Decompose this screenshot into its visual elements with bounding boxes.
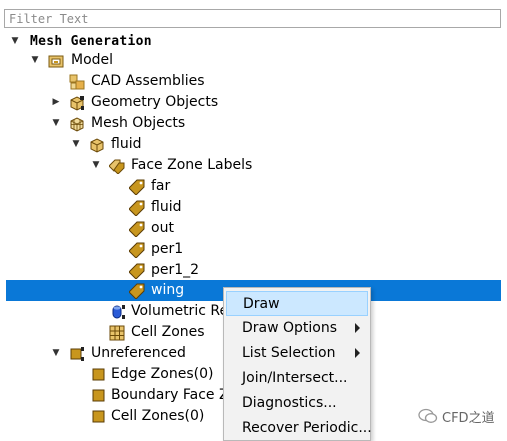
tree-node-label: fluid — [151, 199, 182, 215]
menu-item-list-selection[interactable]: List Selection — [224, 341, 370, 366]
tag-icon — [128, 221, 145, 238]
tree-node-label: out — [151, 220, 174, 236]
collapse-arrow-icon[interactable]: ▶ — [52, 97, 60, 107]
tree-node-label-out[interactable]: out — [0, 218, 507, 239]
cube-icon — [89, 137, 105, 153]
tree-node-label: fluid — [111, 136, 142, 152]
tree-node-label: CAD Assemblies — [91, 73, 205, 89]
cad-assemblies-icon — [69, 74, 85, 90]
tree-node-face-zone-labels[interactable]: ▼ Face Zone Labels — [0, 155, 507, 176]
tree-node-label: per1_2 — [151, 262, 200, 278]
tags-icon — [108, 158, 125, 175]
tree-node-label: Geometry Objects — [91, 94, 219, 110]
tree-node-cell-zones-unref[interactable]: Cell Zones(0) — [0, 406, 507, 427]
menu-item-label: Diagnostics... — [242, 395, 337, 411]
zone-square-icon — [91, 409, 107, 425]
tag-icon — [128, 283, 145, 300]
context-menu: Draw Draw Options List Selection Join/In… — [223, 287, 372, 441]
tag-icon — [128, 263, 145, 280]
tree-node-label: Cell Zones(0) — [111, 408, 205, 424]
menu-item-label: Join/Intersect... — [242, 370, 348, 386]
tree-node-label-fluid[interactable]: fluid — [0, 197, 507, 218]
submenu-arrow-icon — [355, 323, 360, 333]
menu-item-join-intersect[interactable]: Join/Intersect... — [224, 366, 370, 391]
tree-node-label: Model — [71, 52, 114, 68]
cylinder-icon — [109, 304, 125, 320]
expand-arrow-icon[interactable]: ▼ — [31, 55, 39, 65]
menu-item-draw[interactable]: Draw — [226, 291, 368, 316]
wechat-logo-icon — [418, 408, 438, 424]
tree-node-label-far[interactable]: far — [0, 176, 507, 197]
tag-icon — [128, 179, 145, 196]
expand-arrow-icon[interactable]: ▼ — [92, 160, 100, 170]
expand-arrow-icon[interactable]: ▼ — [11, 36, 19, 46]
tree-node-label-per1-2[interactable]: per1_2 — [0, 260, 507, 281]
geometry-objects-icon — [69, 95, 85, 111]
tree-node-label: Edge Zones(0) — [111, 366, 214, 382]
menu-item-draw-options[interactable]: Draw Options — [224, 316, 370, 341]
menu-item-label: List Selection — [242, 345, 336, 361]
tree-node-label: Mesh Generation — [30, 34, 152, 49]
tag-icon — [128, 242, 145, 259]
tree-node-label: Mesh Objects — [91, 115, 186, 131]
unreferenced-icon — [69, 346, 85, 362]
menu-item-label: Recover Periodic... — [242, 420, 372, 436]
tree-node-label: Face Zone Labels — [131, 157, 253, 173]
mesh-objects-icon — [69, 116, 85, 132]
cell-zones-icon — [109, 325, 125, 341]
tree-node-cell-zones[interactable]: Cell Zones — [0, 322, 507, 343]
menu-item-label: Draw — [243, 296, 280, 312]
expand-arrow-icon[interactable]: ▼ — [52, 118, 60, 128]
tree-node-model[interactable]: ▼ Model — [0, 50, 507, 71]
tree-node-label: Unreferenced — [91, 345, 186, 361]
tree-node-label: per1 — [151, 241, 184, 257]
tree-node-fluid[interactable]: ▼ fluid — [0, 134, 507, 155]
watermark-text: CFD之道 — [442, 411, 495, 426]
tree-node-edge-zones[interactable]: Edge Zones(0) — [0, 364, 507, 385]
menu-item-recover-periodic[interactable]: Recover Periodic... — [224, 416, 372, 441]
model-box-icon — [48, 53, 64, 69]
expand-arrow-icon[interactable]: ▼ — [52, 348, 60, 358]
expand-arrow-icon[interactable]: ▼ — [72, 139, 80, 149]
filter-text-input[interactable] — [4, 9, 501, 28]
tree-node-unreferenced[interactable]: ▼ Unreferenced — [0, 343, 507, 364]
tree-node-label: far — [151, 178, 171, 194]
tag-icon — [128, 200, 145, 217]
tree-node-label: wing — [151, 282, 185, 298]
tree-node-cad-assemblies[interactable]: CAD Assemblies — [0, 71, 507, 92]
tree-node-geometry-objects[interactable]: ▶ Geometry Objects — [0, 92, 507, 113]
tree-node-mesh-objects[interactable]: ▼ Mesh Objects — [0, 113, 507, 134]
submenu-arrow-icon — [355, 348, 360, 358]
tree-node-mesh-generation[interactable]: ▼ Mesh Generation — [0, 31, 507, 52]
zone-square-icon — [91, 367, 107, 383]
tree-node-label-per1[interactable]: per1 — [0, 239, 507, 260]
tree-node-label: Cell Zones — [131, 324, 205, 340]
zone-square-icon — [91, 388, 107, 404]
menu-item-diagnostics[interactable]: Diagnostics... — [224, 391, 370, 416]
menu-item-label: Draw Options — [242, 320, 338, 336]
